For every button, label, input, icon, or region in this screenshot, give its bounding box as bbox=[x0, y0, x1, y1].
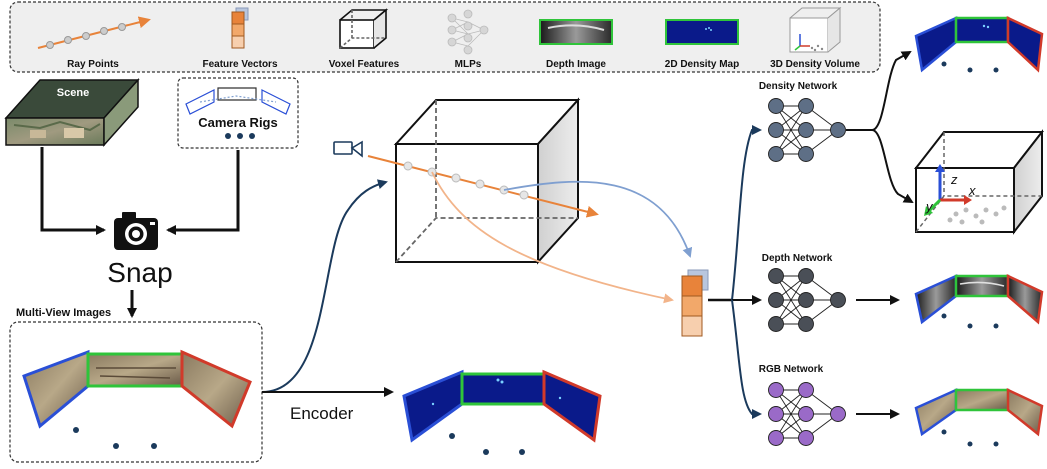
density-volume-icon bbox=[789, 6, 842, 53]
camera-rigs-panel bbox=[177, 77, 299, 149]
density-volume-cube bbox=[913, 129, 1045, 235]
camera-rigs-label: Camera Rigs bbox=[198, 115, 277, 130]
voxel-cube-icon bbox=[339, 8, 389, 49]
mlp-network-icon bbox=[447, 9, 489, 55]
camera-rig-icon bbox=[185, 87, 291, 115]
scene-label: Scene bbox=[57, 87, 89, 99]
ray-points bbox=[367, 155, 599, 218]
legend-label-mlps: MLPs bbox=[455, 59, 482, 70]
axis-x-label: x bbox=[968, 183, 976, 198]
density-maps-top bbox=[914, 16, 1044, 73]
depth-images bbox=[914, 274, 1044, 329]
ray-camera-icon bbox=[333, 140, 363, 158]
legend-label-voxel-features: Voxel Features bbox=[329, 59, 400, 70]
legend-panel: Ray Points Feature Vectors Voxel Feature… bbox=[9, 1, 881, 73]
feature-vectors-icon bbox=[231, 7, 249, 49]
legend-label-ray-points: Ray Points bbox=[67, 59, 119, 70]
snap-label: Snap bbox=[107, 257, 172, 288]
depth-image-icon bbox=[539, 19, 613, 45]
density-maps-bottom bbox=[402, 369, 602, 455]
density-network bbox=[768, 98, 846, 162]
legend-label-feature-vectors: Feature Vectors bbox=[202, 59, 277, 70]
rgb-network-label: RGB Network bbox=[759, 364, 824, 375]
rgb-network bbox=[768, 382, 846, 446]
voxel-feature-cube bbox=[393, 97, 581, 265]
density-map-icon bbox=[665, 19, 739, 45]
rgb-images bbox=[914, 388, 1044, 447]
legend-label-depth-image: Depth Image bbox=[546, 59, 606, 70]
density-network-label: Density Network bbox=[759, 81, 838, 92]
multiview-label: Multi-View Images bbox=[16, 307, 111, 319]
feature-vector bbox=[681, 269, 709, 337]
legend-label-density-volume: 3D Density Volume bbox=[770, 59, 860, 70]
axis-y-label: y bbox=[925, 199, 934, 214]
depth-network bbox=[768, 268, 846, 332]
axis-z-label: z bbox=[950, 172, 958, 187]
encoder-label: Encoder bbox=[290, 404, 354, 423]
depth-network-label: Depth Network bbox=[762, 253, 833, 264]
ray-points-icon bbox=[37, 16, 151, 49]
legend-label-density-map: 2D Density Map bbox=[665, 59, 739, 70]
multiview-images-panel bbox=[9, 321, 263, 463]
snap-camera-icon bbox=[114, 212, 158, 250]
scene-box bbox=[4, 78, 140, 147]
